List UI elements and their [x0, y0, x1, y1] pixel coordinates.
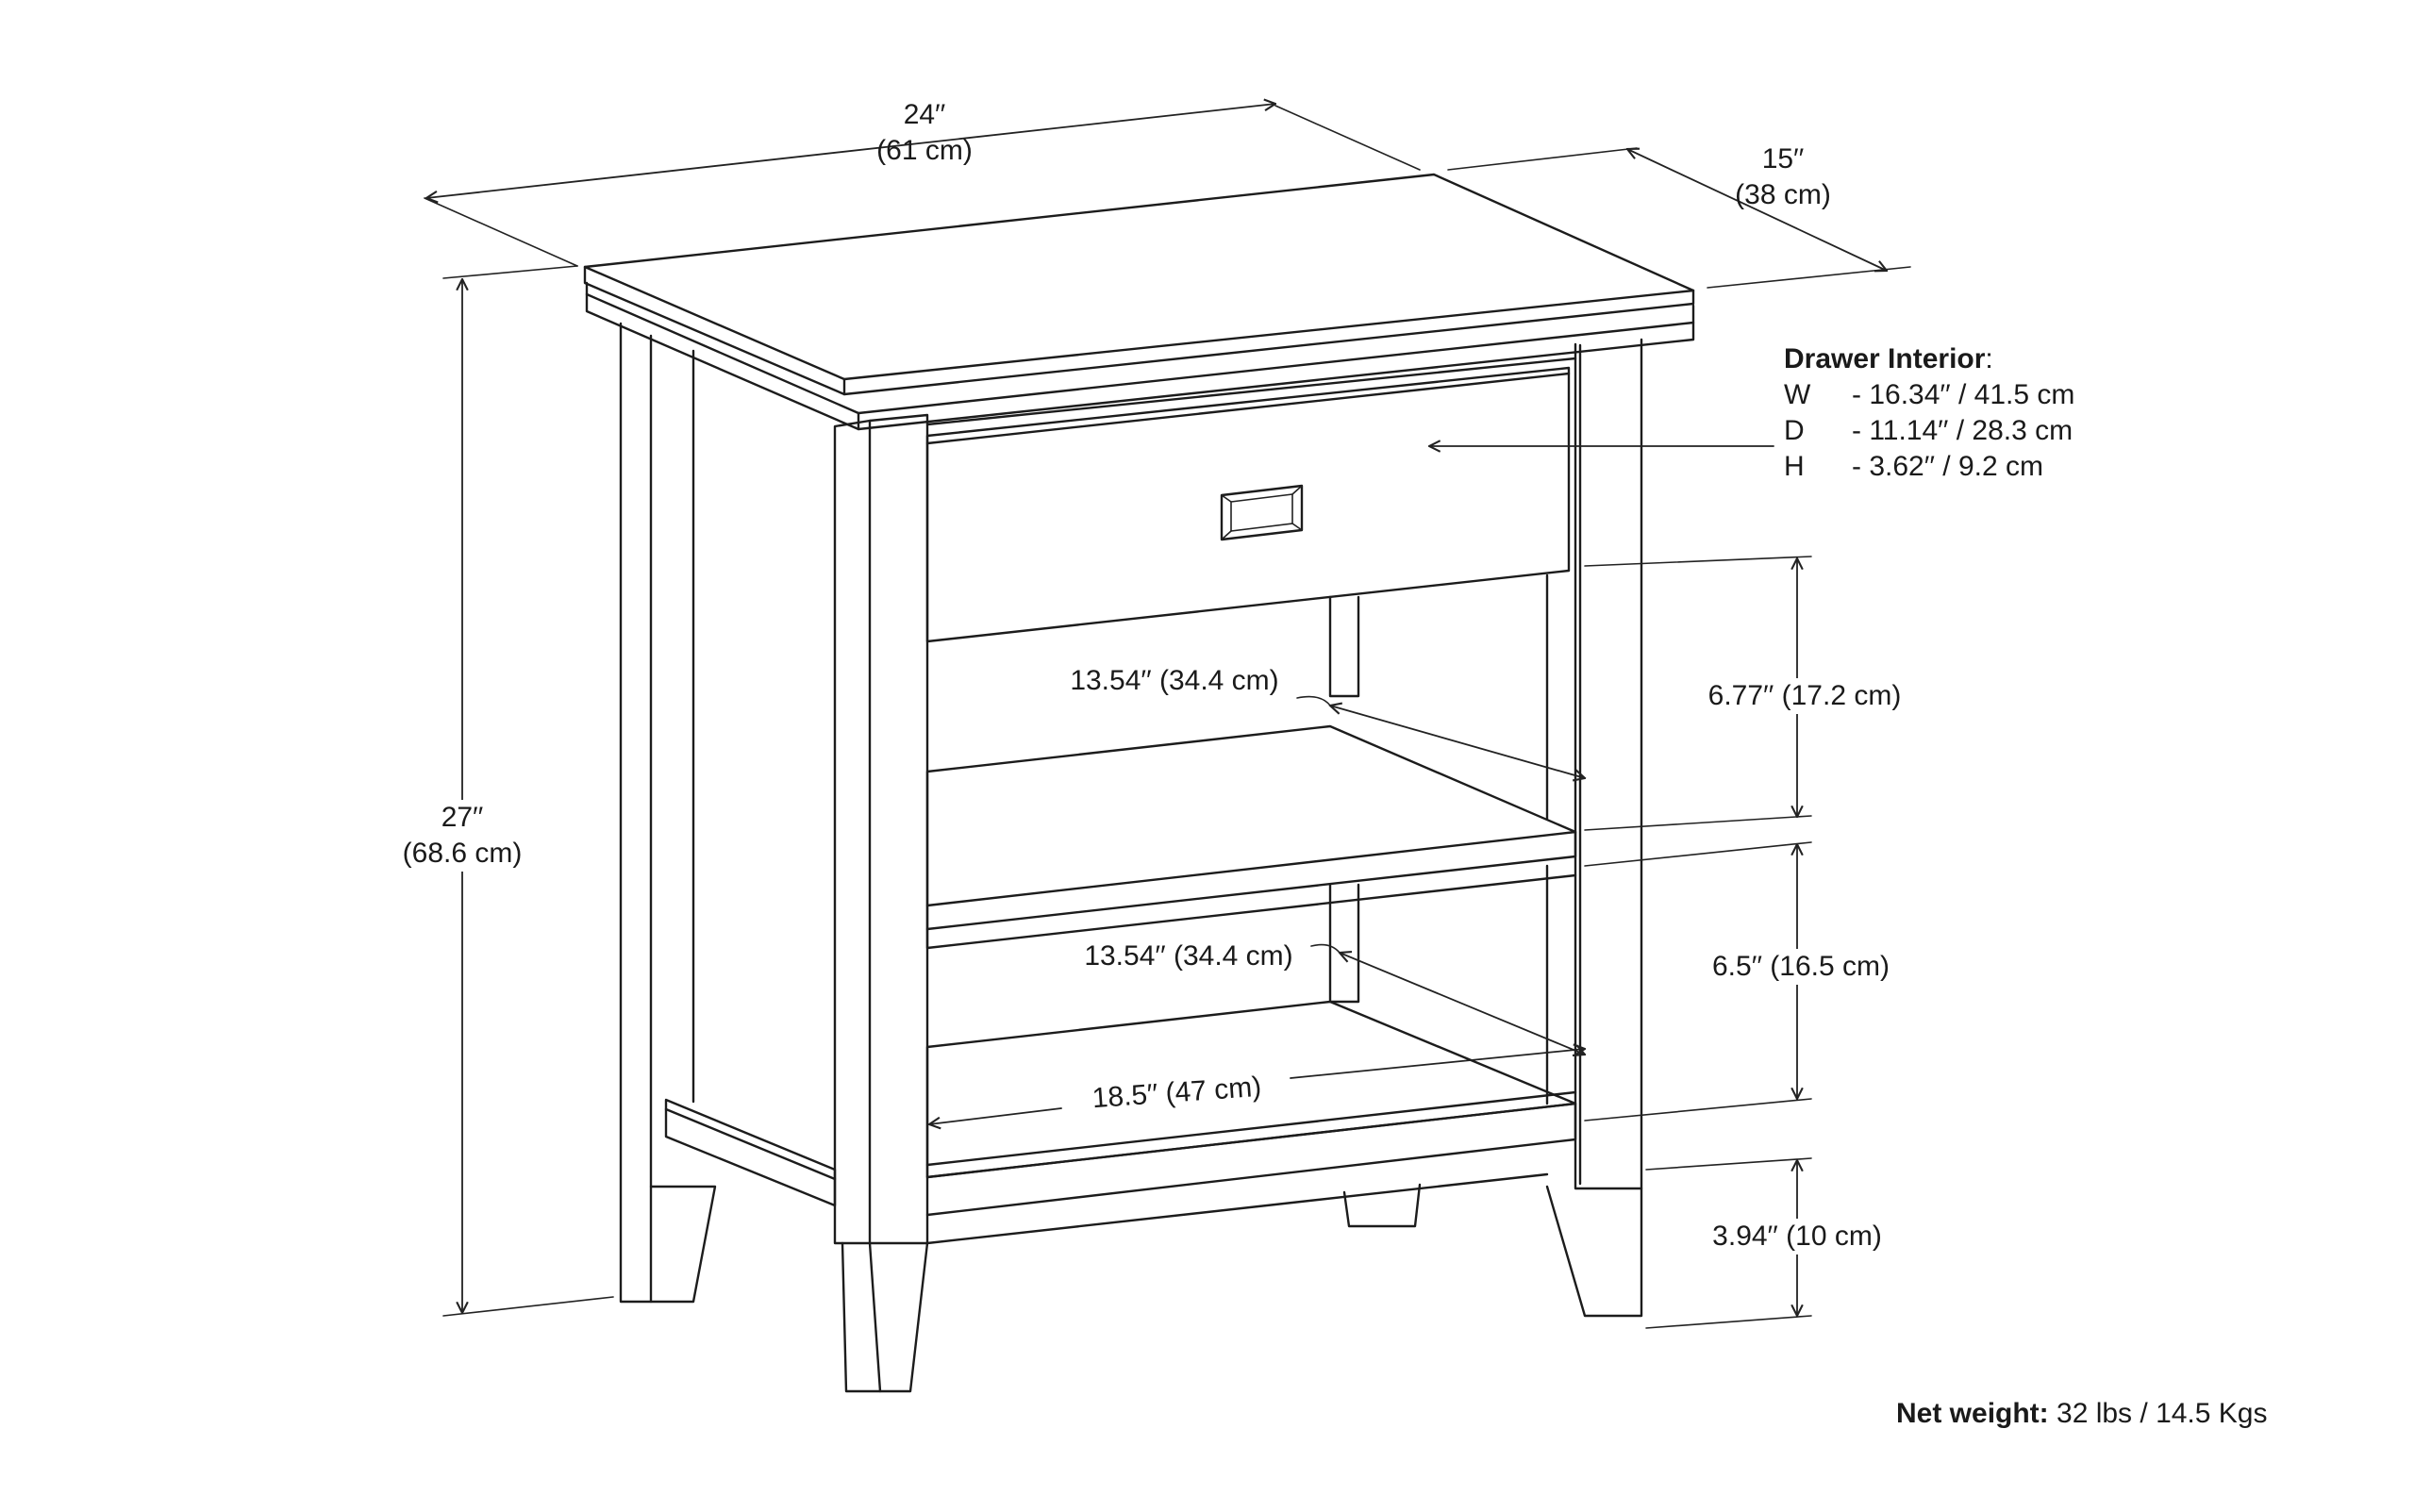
- depth-dimension-line: [1447, 147, 1911, 289]
- leg-height-label: 3.94′′ (10 cm): [1689, 1219, 1906, 1254]
- lower-opening-height-label: 6.5′′ (16.5 cm): [1712, 949, 1890, 985]
- width-inches: 24′′: [903, 99, 946, 130]
- bottom-apron: [925, 1102, 1577, 1245]
- depth-inches: 15′′: [1761, 143, 1805, 174]
- drawer-height-row: H - 3.62′′ / 9.2 cm: [1784, 449, 2074, 485]
- drawer-height-key: H: [1784, 451, 1805, 482]
- height-inches: 27′′: [441, 802, 484, 833]
- drawer-interior-colon: :: [1985, 343, 1993, 374]
- height-cm: (68.6 cm): [402, 838, 523, 869]
- front-left-leg: [833, 413, 929, 1393]
- drawer-depth-value: - 11.14′′ / 28.3 cm: [1852, 415, 2074, 446]
- drawer-depth-row: D - 11.14′′ / 28.3 cm: [1784, 413, 2074, 449]
- upper-shelf-depth-line: [1296, 695, 1585, 778]
- drawer-width-key: W: [1784, 379, 1811, 410]
- height-label: 27′′ (68.6 cm): [382, 800, 542, 872]
- drawer-depth-key: D: [1784, 415, 1805, 446]
- left-side-panel: [619, 322, 837, 1304]
- drawer-width-row: W - 16.34′′ / 41.5 cm: [1784, 377, 2074, 413]
- net-weight-value: 32 lbs / 14.5 Kgs: [2048, 1398, 2268, 1429]
- net-weight-label: Net weight:: [1896, 1398, 2049, 1429]
- depth-label: 15′′ (38 cm): [1717, 141, 1849, 213]
- width-dimension-line: [424, 104, 1421, 267]
- height-dimension-line: [442, 265, 614, 1317]
- drawer-handle: [1220, 484, 1304, 541]
- upper-shelf-depth-label: 13.54′′ (34.4 cm): [1070, 665, 1279, 696]
- lower-shelf: [925, 864, 1577, 1179]
- table-top: [583, 173, 1695, 431]
- width-label: 24′′ (61 cm): [858, 97, 991, 169]
- lower-shelf-depth-line: [1310, 943, 1585, 1055]
- lower-shelf-depth-label: 13.54′′ (34.4 cm): [1084, 940, 1293, 972]
- right-height-dimensions: [1584, 556, 1812, 1329]
- net-weight: Net weight: 32 lbs / 14.5 Kgs: [1896, 1396, 2267, 1432]
- depth-cm: (38 cm): [1735, 179, 1831, 210]
- drawer-front: [925, 357, 1577, 643]
- upper-shelf: [925, 573, 1577, 931]
- drawer-width-value: - 16.34′′ / 41.5 cm: [1852, 379, 2075, 410]
- width-cm: (61 cm): [876, 135, 973, 166]
- drawer-interior-block: Drawer Interior: W - 16.34′′ / 41.5 cm D…: [1784, 341, 2074, 485]
- upper-opening-height-label: 6.77′′ (17.2 cm): [1706, 678, 1904, 714]
- drawer-height-value: - 3.62′′ / 9.2 cm: [1852, 451, 2043, 482]
- shelf-width-line: [929, 1049, 1585, 1124]
- drawer-interior-title: Drawer Interior: [1784, 343, 1986, 374]
